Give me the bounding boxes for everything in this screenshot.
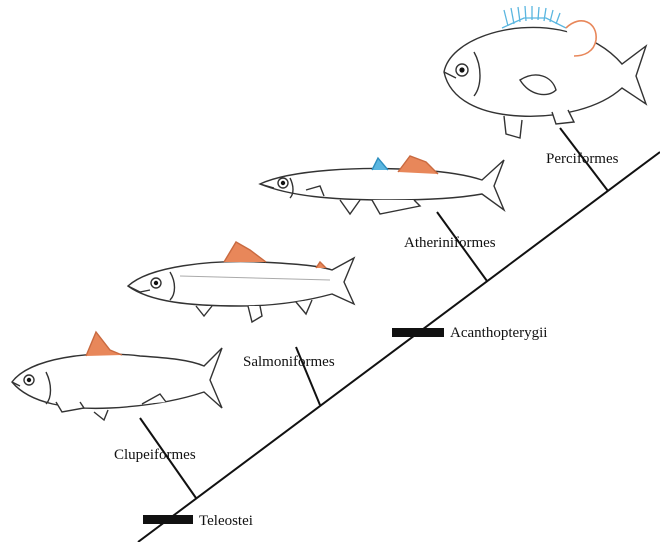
acanthopterygii-label: Acanthopterygii <box>450 326 547 341</box>
teleostei-marker <box>143 515 193 524</box>
clupeiformes-label: Clupeiformes <box>114 448 196 463</box>
silverside-fish-icon <box>260 156 504 214</box>
salmoniformes-label: Salmoniformes <box>243 355 335 370</box>
acanthopterygii-marker <box>392 328 444 337</box>
atheriniformes-label: Atheriniformes <box>404 236 496 251</box>
spiny-dorsal-fin <box>502 6 566 28</box>
perciformes-label: Perciformes <box>546 152 618 167</box>
teleostei-label: Teleostei <box>199 514 253 529</box>
salmon-fish-icon <box>128 242 354 322</box>
herring-fish-icon <box>12 332 222 420</box>
perch-fish-icon <box>444 6 646 138</box>
